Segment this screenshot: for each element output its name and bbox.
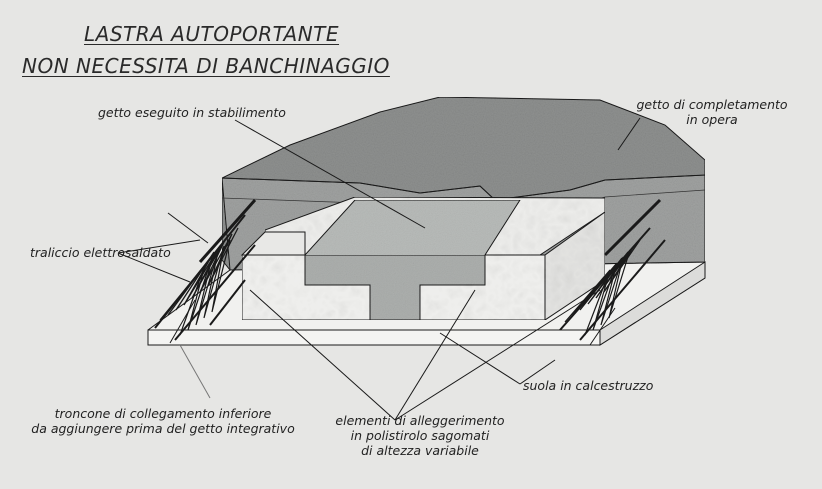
label-getto-completamento: getto di completamento in opera: [632, 97, 792, 127]
truss-left: [154, 199, 257, 344]
label-elementi-3: di altezza variabile: [361, 443, 479, 458]
label-suola: suola in calcestruzzo: [523, 378, 654, 393]
label-troncone-1: troncone di collegamento inferiore: [54, 406, 272, 421]
leader-lines: [117, 117, 641, 421]
title-line-1: LASTRA AUTOPORTANTE: [84, 22, 340, 46]
label-getto-completamento-1: getto di completamento: [636, 97, 788, 112]
label-troncone-2: da aggiungere prima del getto integrativ…: [31, 421, 295, 436]
label-troncone: troncone di collegamento inferiore da ag…: [8, 406, 318, 436]
label-elementi-2: in polistirolo sagomati: [350, 428, 490, 443]
label-elementi-1: elementi di alleggerimento: [335, 413, 505, 428]
truss-right: [559, 198, 666, 346]
polystyrene-block-right: [419, 211, 606, 321]
label-elementi: elementi di alleggerimento in polistirol…: [320, 413, 520, 458]
label-getto-completamento-2: in opera: [686, 112, 738, 127]
label-getto-stabilimento: getto eseguito in stabilimento: [98, 105, 286, 120]
label-traliccio: traliccio elettrosaldato: [30, 245, 171, 260]
title-line-2: NON NECESSITA DI BANCHINAGGIO: [22, 54, 390, 78]
polystyrene-block-left: [240, 231, 371, 321]
